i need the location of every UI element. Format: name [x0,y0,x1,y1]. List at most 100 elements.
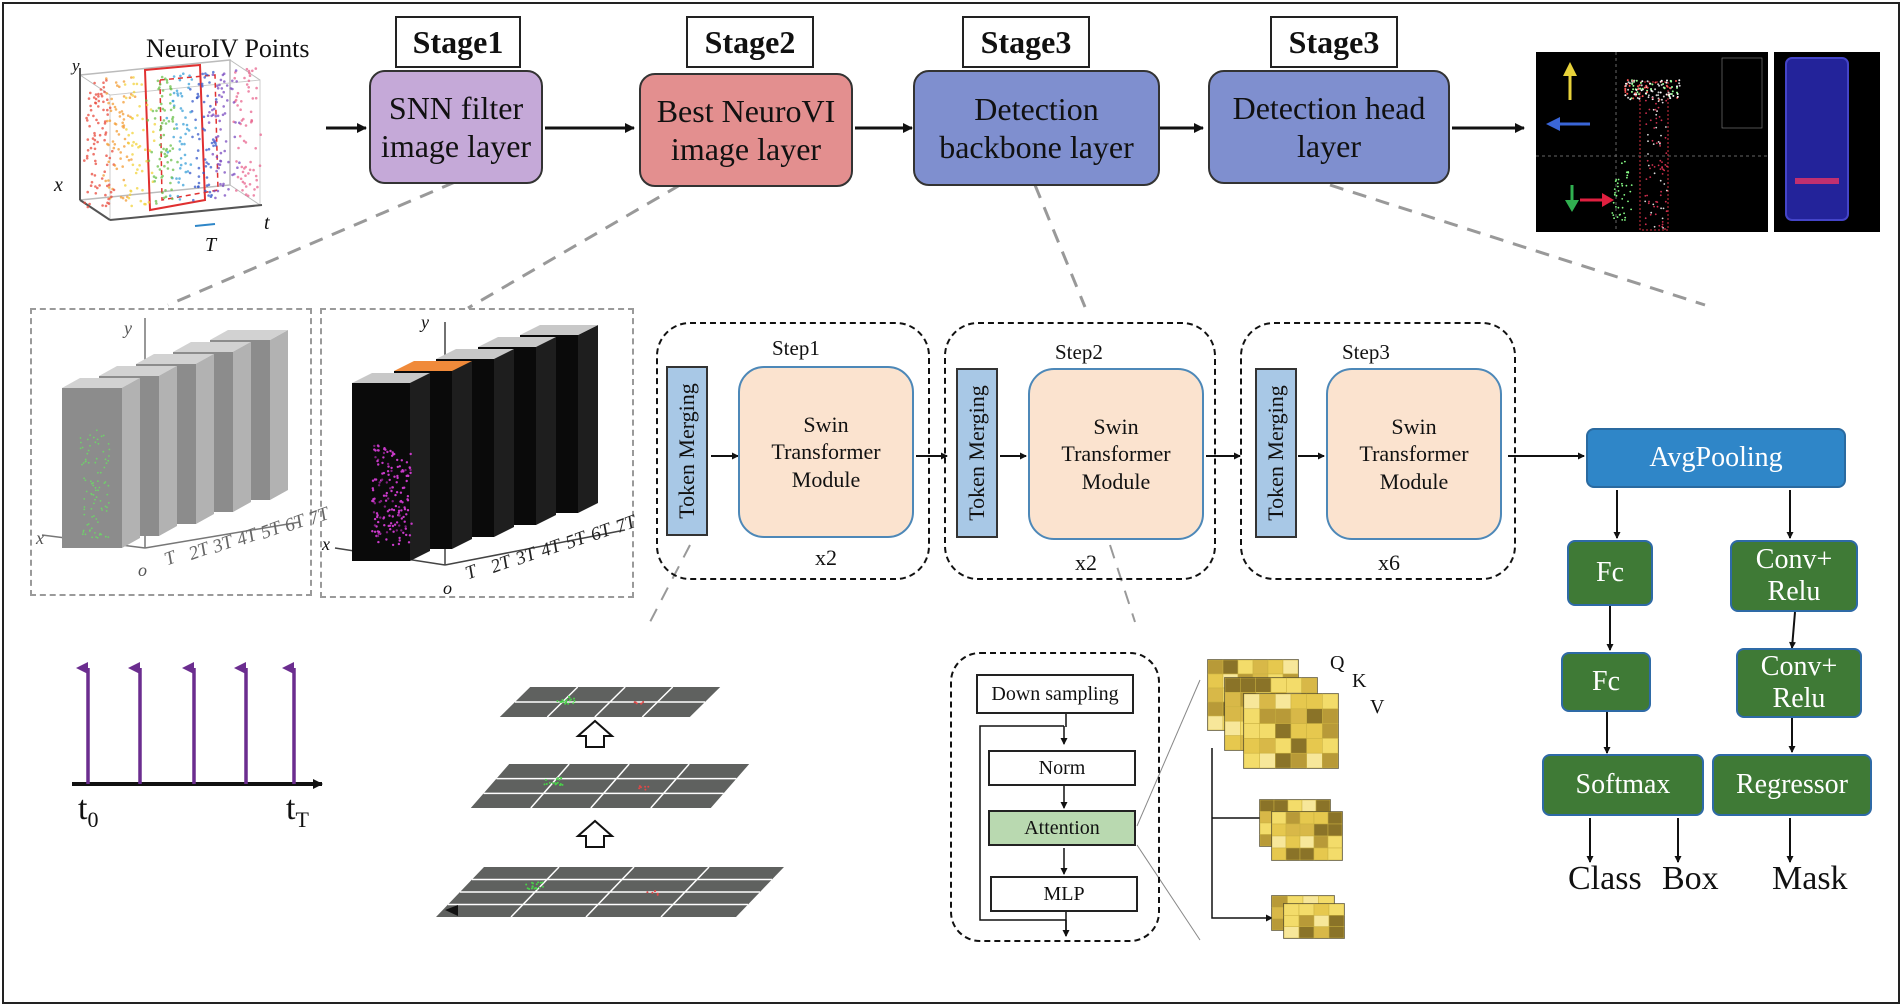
frame-event-dot [398,514,401,517]
pointcloud-dot [165,147,168,151]
frame-event-dot [86,452,89,455]
frame-event-dot [382,451,386,455]
pointcloud-dot [104,204,108,208]
pointcloud-dot [105,79,108,82]
pointcloud-dot [218,93,221,97]
frame-event-dot [402,470,405,473]
pointcloud-dot [124,199,128,202]
pointcloud-dot [107,101,110,105]
pointcloud-dot [109,109,113,113]
frame-event-dot [400,459,403,462]
pointcloud-dot [223,112,227,115]
pointcloud-dot [119,157,122,160]
frame-event-dot [400,529,403,532]
frame-event-dot [406,495,410,498]
frame-event-dot [108,455,110,457]
pointcloud-dot [162,147,165,151]
pointcloud-dot [173,127,176,130]
event-dot [1649,88,1652,91]
pointcloud-dot [254,147,257,150]
pointcloud-dot [165,116,169,120]
pointcloud-dot [196,133,200,136]
pointcloud-dot [117,133,121,136]
event-dot [1655,142,1658,145]
frame-event-dot [83,513,86,516]
pointcloud-dot [136,114,139,117]
frame-event-dot [389,528,392,531]
frame-event-dot [402,515,405,519]
frame-event-dot [104,535,107,538]
stage3b-label: Stage3 [1270,16,1398,68]
frame-event-dot [107,484,110,487]
pointcloud-dot [205,176,209,179]
event-dot [1650,89,1653,92]
event-dot [1675,80,1677,82]
event-dot [1627,88,1630,91]
event-dot [1651,83,1654,86]
pointcloud-dot [202,100,206,104]
frame-event-dot [391,515,394,518]
pointcloud-dot [239,108,242,111]
pointcloud-dot [208,190,212,194]
pointcloud-dot [258,164,262,167]
frame-event-dot [89,444,91,447]
event-dot [1676,95,1679,98]
pointcloud-dot [244,185,248,188]
frame-event-dot [389,487,392,490]
step3-title: Step3 [1342,340,1390,364]
pointcloud-dot [130,204,133,208]
event-dot [1613,193,1616,196]
pointcloud-dot [130,158,133,161]
pointcloud-dot [99,88,103,91]
pointcloud-dot [219,151,223,155]
frame-event-dot [400,509,403,512]
q-label: Q [1330,652,1345,674]
frame-event-dot [398,524,401,527]
frame-event-dot [404,525,407,528]
attention-matrices [1207,659,1345,939]
frame-event-dot [401,486,405,490]
frame-event-dot [385,481,388,484]
pointcloud-dot [89,108,93,112]
pointcloud-dot [86,205,90,209]
event-dot [1667,91,1670,94]
pointcloud-dot [86,190,89,194]
event-dot [1624,89,1627,92]
detection-event-dots [1611,79,1681,230]
pointcloud-dot [248,71,251,75]
pointcloud-dot [224,140,228,143]
pointcloud-dot [231,79,234,83]
stage3-label: Stage3 [962,16,1090,68]
dashed-connectors [167,180,1706,623]
event-dot [1665,126,1667,128]
pointcloud-dot [204,189,207,193]
event-dot [1648,108,1651,111]
event-dot [1646,80,1649,83]
pointcloud-dot [211,73,215,76]
pointcloud-dot [100,92,103,96]
head-arrows [1586,490,1796,863]
pointcloud-dot [105,154,108,157]
event-dot [1660,83,1663,86]
pointcloud-dot [86,149,90,152]
pointcloud-dot [248,74,252,77]
pointcloud-dot [234,121,237,124]
pointcloud-dot [202,115,206,119]
pointcloud-dot [166,167,170,170]
frame-event-dot [95,429,98,432]
event-dot [1623,194,1626,196]
pointcloud-dot [227,160,230,164]
pointcloud-dot [126,114,130,117]
pointcloud-dot [125,128,128,131]
pointcloud-dot [175,89,179,93]
frame-event-dot [81,463,83,466]
pointcloud-dot [249,160,252,164]
event-dot [1678,79,1681,82]
event-dot [1661,173,1664,175]
pointcloud-dot [166,151,170,154]
pointcloud-dot [90,180,94,184]
event-dot [1655,126,1658,129]
pointcloud-dot [176,194,180,198]
pointcloud-dot [117,148,120,151]
event-dot [1632,88,1635,91]
